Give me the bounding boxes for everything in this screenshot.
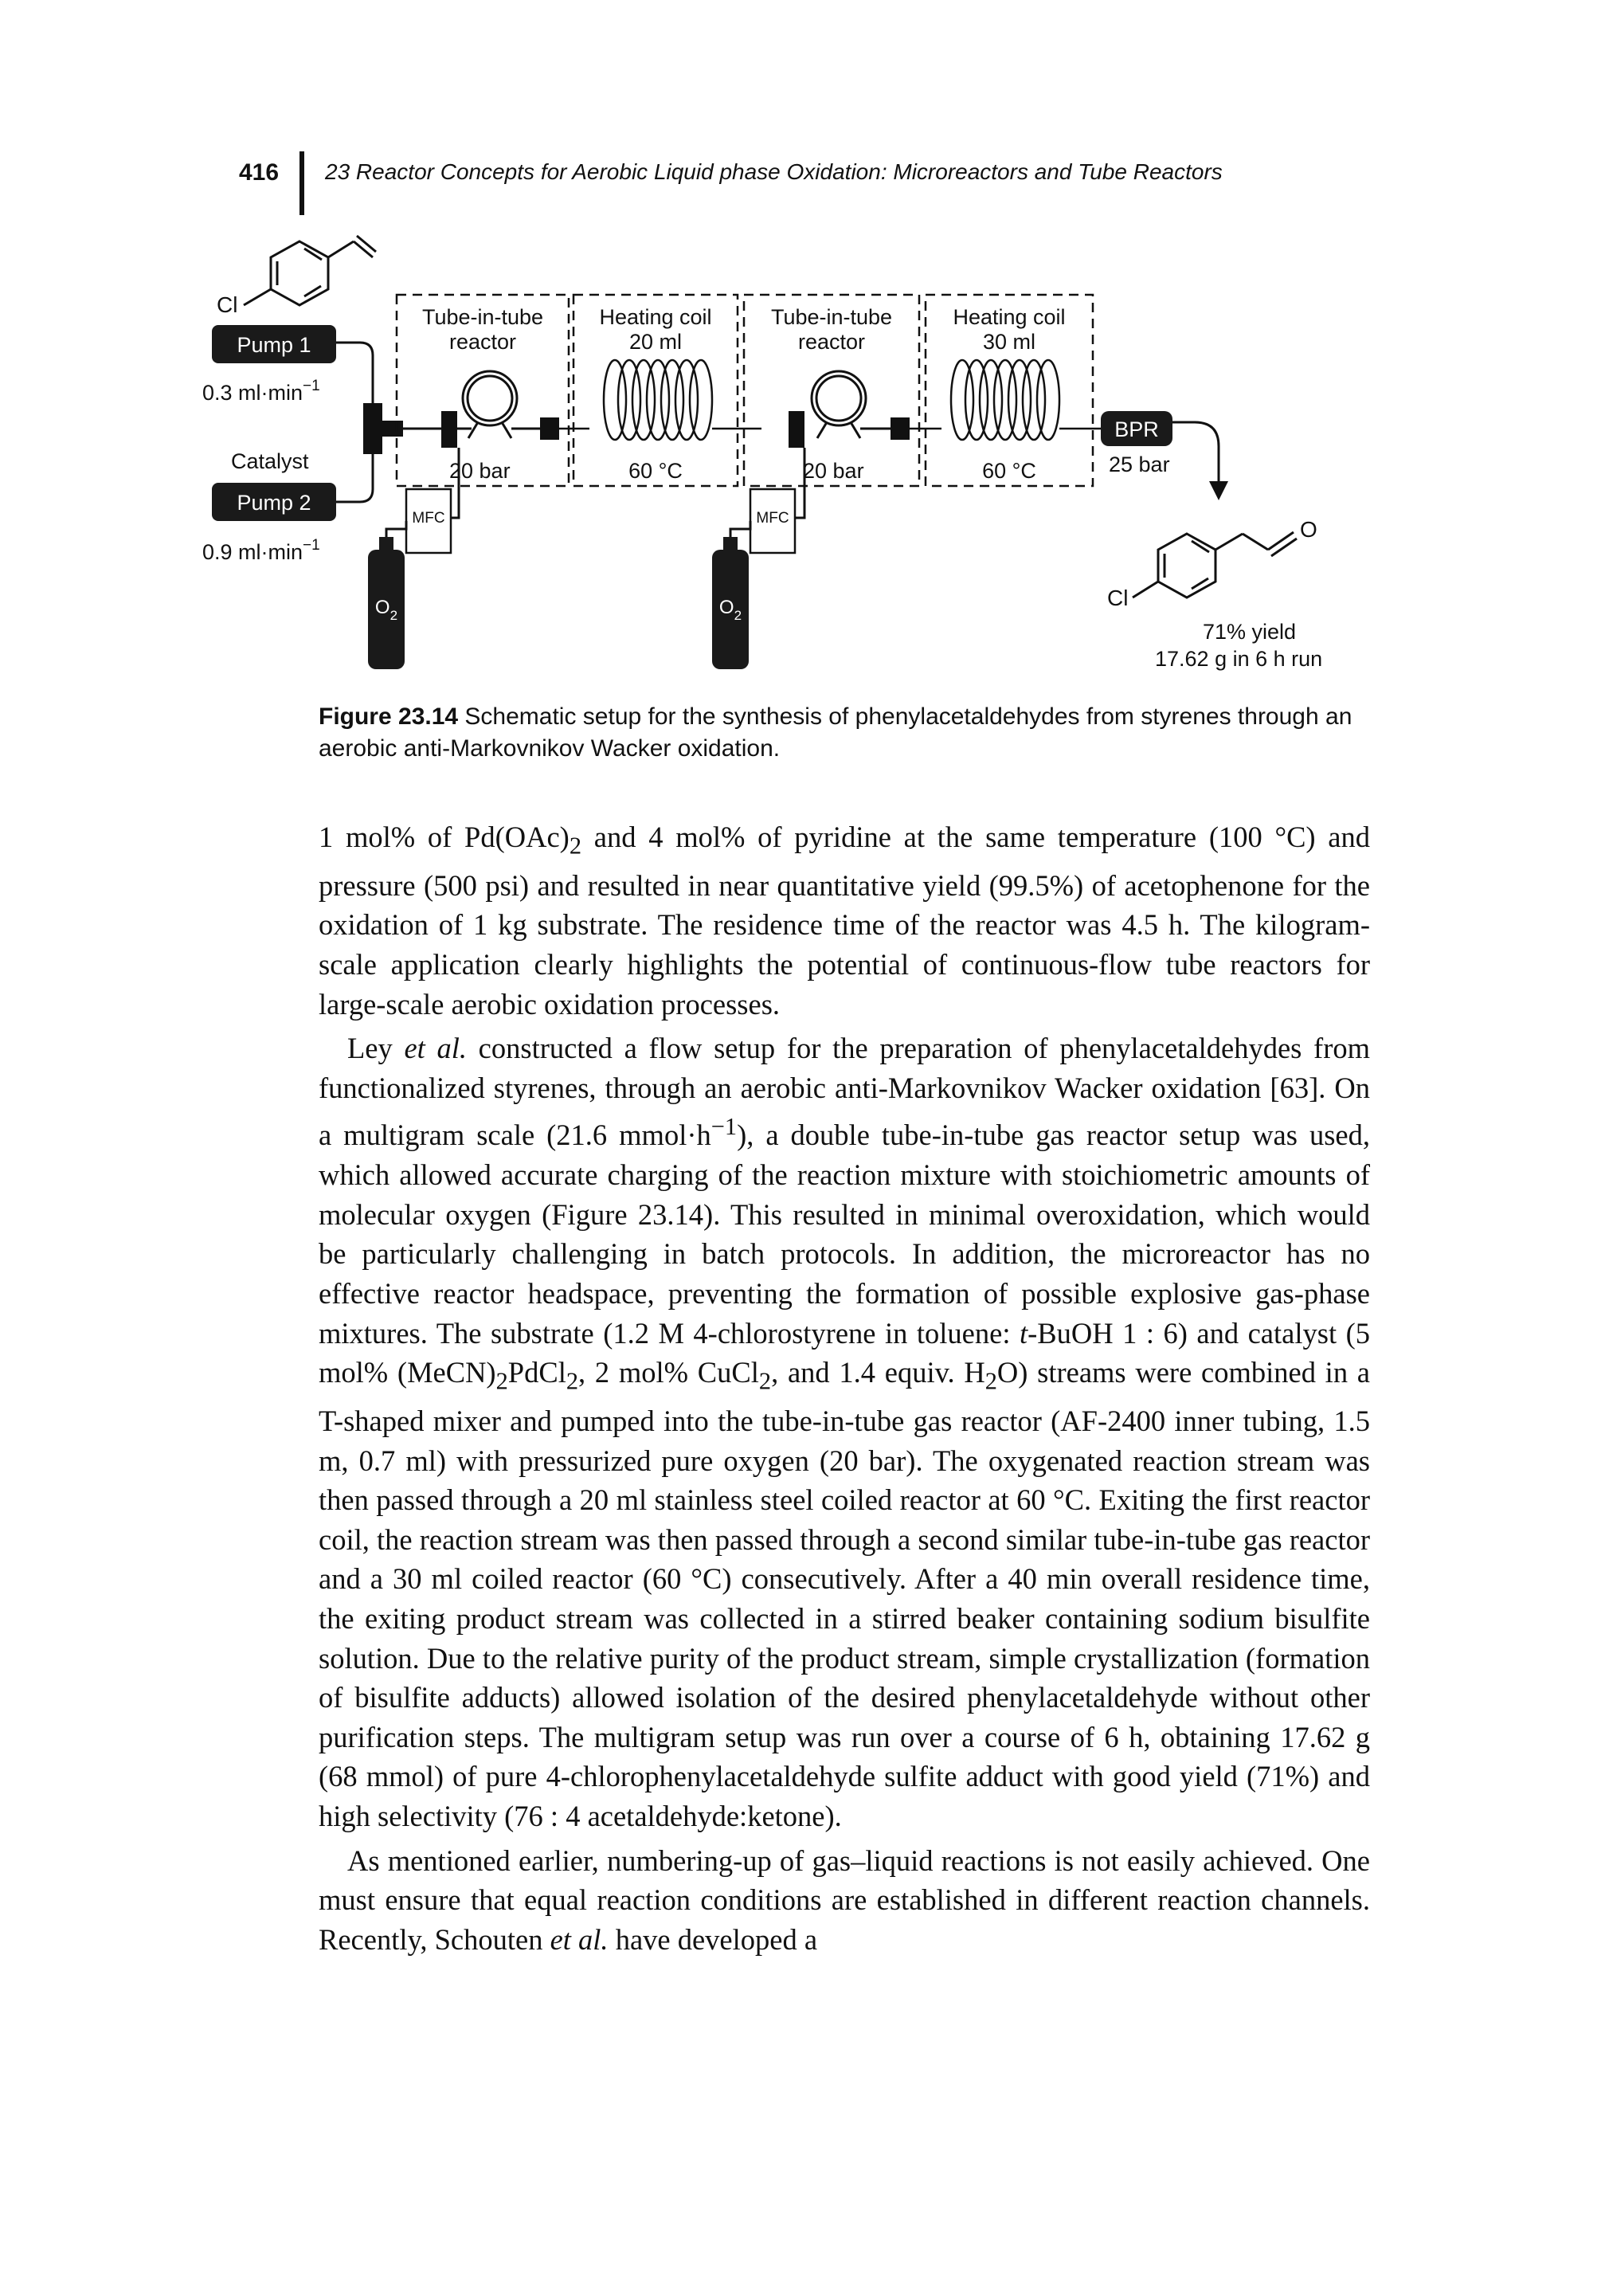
product-structure	[1132, 531, 1298, 599]
pump-1-box	[212, 325, 336, 363]
flow-setup-diagram: Cl Pump 1 0.3 ml·min−1 Catalyst Pump 2 0…	[202, 234, 1322, 671]
heating-coil-1-temperature: 60 °C	[628, 459, 683, 483]
flow-rate-1: 0.3 ml·min−1	[202, 378, 320, 405]
body-text: 1 mol% of Pd(OAc)2 and 4 mol% of pyridin…	[319, 817, 1370, 1964]
module-boxes	[395, 293, 1094, 488]
heating-coil-2-temperature: 60 °C	[982, 459, 1036, 483]
tube-reactor-1-sublabel: reactor	[449, 330, 516, 354]
tube-reactor-2-outlet-block	[891, 417, 910, 440]
product-run: 17.62 g in 6 h run	[1155, 647, 1322, 671]
outlet-arrow	[1172, 421, 1228, 500]
product-yield: 71% yield	[1203, 620, 1296, 644]
bpr-label: BPR	[1114, 417, 1159, 441]
tube-reactor-2-pressure: 20 bar	[803, 459, 864, 483]
cl-label-start: Cl	[217, 292, 237, 317]
pump-2-box	[212, 483, 336, 521]
o2-cylinder-2-label: O2	[719, 597, 742, 623]
product-o-label: O	[1300, 517, 1317, 542]
oxygen-supply-1	[368, 448, 460, 669]
bpr-pressure: 25 bar	[1109, 453, 1170, 476]
page-number: 416	[239, 159, 280, 186]
figure-caption: Figure 23.14 Schematic setup for the syn…	[319, 701, 1370, 765]
feed-lines	[336, 341, 374, 503]
figure-schematic: Cl Pump 1 0.3 ml·min−1 Catalyst Pump 2 0…	[159, 215, 1370, 693]
mfc-2-label: MFC	[756, 510, 789, 527]
paragraph-1: 1 mol% of Pd(OAc)2 and 4 mol% of pyridin…	[319, 821, 1371, 1021]
mfc-1-label: MFC	[412, 510, 444, 527]
heating-coil-2-volume: 30 ml	[983, 330, 1035, 354]
o2-cylinder-1-label: O2	[375, 597, 397, 623]
tube-reactor-2-inlet-block	[789, 411, 804, 448]
tube-reactor-2-sublabel: reactor	[798, 330, 865, 354]
tube-reactor-1-label: Tube-in-tube	[422, 305, 543, 329]
figure-caption-text: Schematic setup for the synthesis of phe…	[319, 703, 1352, 762]
running-header: 416 23 Reactor Concepts for Aerobic Liqu…	[239, 151, 1370, 215]
chapter-title: 23 Reactor Concepts for Aerobic Liquid p…	[325, 159, 1223, 184]
heating-coil-2-label: Heating coil	[953, 305, 1065, 329]
flow-rate-2: 0.9 ml·min−1	[202, 537, 320, 564]
t-mixer	[363, 403, 382, 454]
paragraph-2: Ley et al. constructed a flow setup for …	[319, 1032, 1370, 1832]
chlorostyrene-structure	[243, 234, 377, 307]
pump-1-label: Pump 1	[237, 333, 311, 357]
t-mixer-outlet	[382, 421, 403, 437]
tube-reactor-1-outlet-block	[540, 417, 559, 440]
pump-2-label: Pump 2	[237, 491, 311, 515]
heating-coil-1-label: Heating coil	[599, 305, 711, 329]
heating-coil-1-volume: 20 ml	[629, 330, 682, 354]
catalyst-label: Catalyst	[231, 449, 309, 473]
heating-coil-2	[910, 359, 1101, 441]
tube-reactor-2-label: Tube-in-tube	[771, 305, 892, 329]
heating-coil-1	[559, 359, 761, 441]
header-divider	[299, 151, 304, 215]
tube-reactor-2	[810, 370, 892, 439]
paragraph-3: As mentioned earlier, numbering-up of ga…	[319, 1843, 1370, 1956]
bpr-box	[1101, 411, 1172, 446]
product-cl-label: Cl	[1107, 586, 1128, 610]
tube-reactor-1	[403, 370, 542, 439]
oxygen-supply-2	[712, 448, 806, 669]
tube-reactor-1-inlet-block	[441, 411, 457, 448]
figure-label: Figure 23.14	[319, 703, 459, 730]
